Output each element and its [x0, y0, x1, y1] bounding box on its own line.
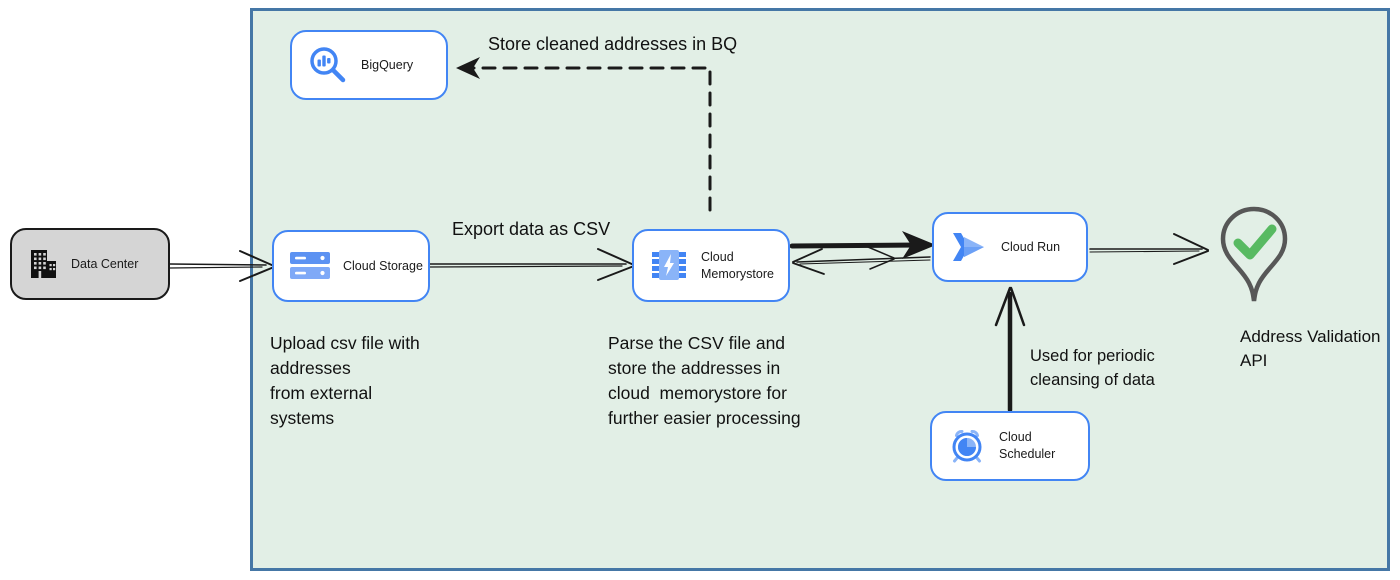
- label-address-validation-api: Address Validation API: [1240, 327, 1381, 371]
- address-validation-pin-icon: [1220, 206, 1288, 302]
- node-cloud-scheduler: Cloud Scheduler: [930, 411, 1090, 481]
- node-cloud-memorystore: Cloud Memorystore: [632, 229, 790, 302]
- node-label: Cloud Run: [1001, 239, 1061, 254]
- note-upload-csv: Upload csv file with addresses from exte…: [270, 333, 420, 429]
- bigquery-icon: [308, 45, 348, 85]
- node-label: BigQuery: [361, 57, 414, 72]
- checkmark-icon: [1233, 224, 1277, 260]
- node-label: Cloud Storage: [343, 258, 423, 273]
- data-center-icon: [28, 248, 58, 280]
- note-parse-csv: Parse the CSV file and store the address…: [608, 333, 801, 429]
- cloud-run-icon: [950, 232, 988, 262]
- node-label: Cloud Scheduler: [999, 430, 1056, 461]
- node-label: Data Center: [71, 256, 139, 271]
- label-store-cleaned-bq: Store cleaned addresses in BQ: [488, 34, 738, 54]
- note-periodic-cleansing: Used for periodic cleansing of data: [1030, 347, 1155, 389]
- node-cloud-storage: Cloud Storage: [272, 230, 430, 302]
- node-data-center: Data Center: [10, 228, 170, 300]
- node-cloud-run: Cloud Run: [932, 212, 1088, 282]
- node-label: Cloud Memorystore: [701, 249, 774, 281]
- node-bigquery: BigQuery: [290, 30, 448, 100]
- cloud-memorystore-icon: [650, 248, 688, 284]
- gcp-boundary-container: [250, 8, 1390, 571]
- cloud-scheduler-icon: [948, 427, 986, 465]
- label-export-csv: Export data as CSV: [452, 219, 611, 239]
- cloud-storage-icon: [290, 251, 330, 281]
